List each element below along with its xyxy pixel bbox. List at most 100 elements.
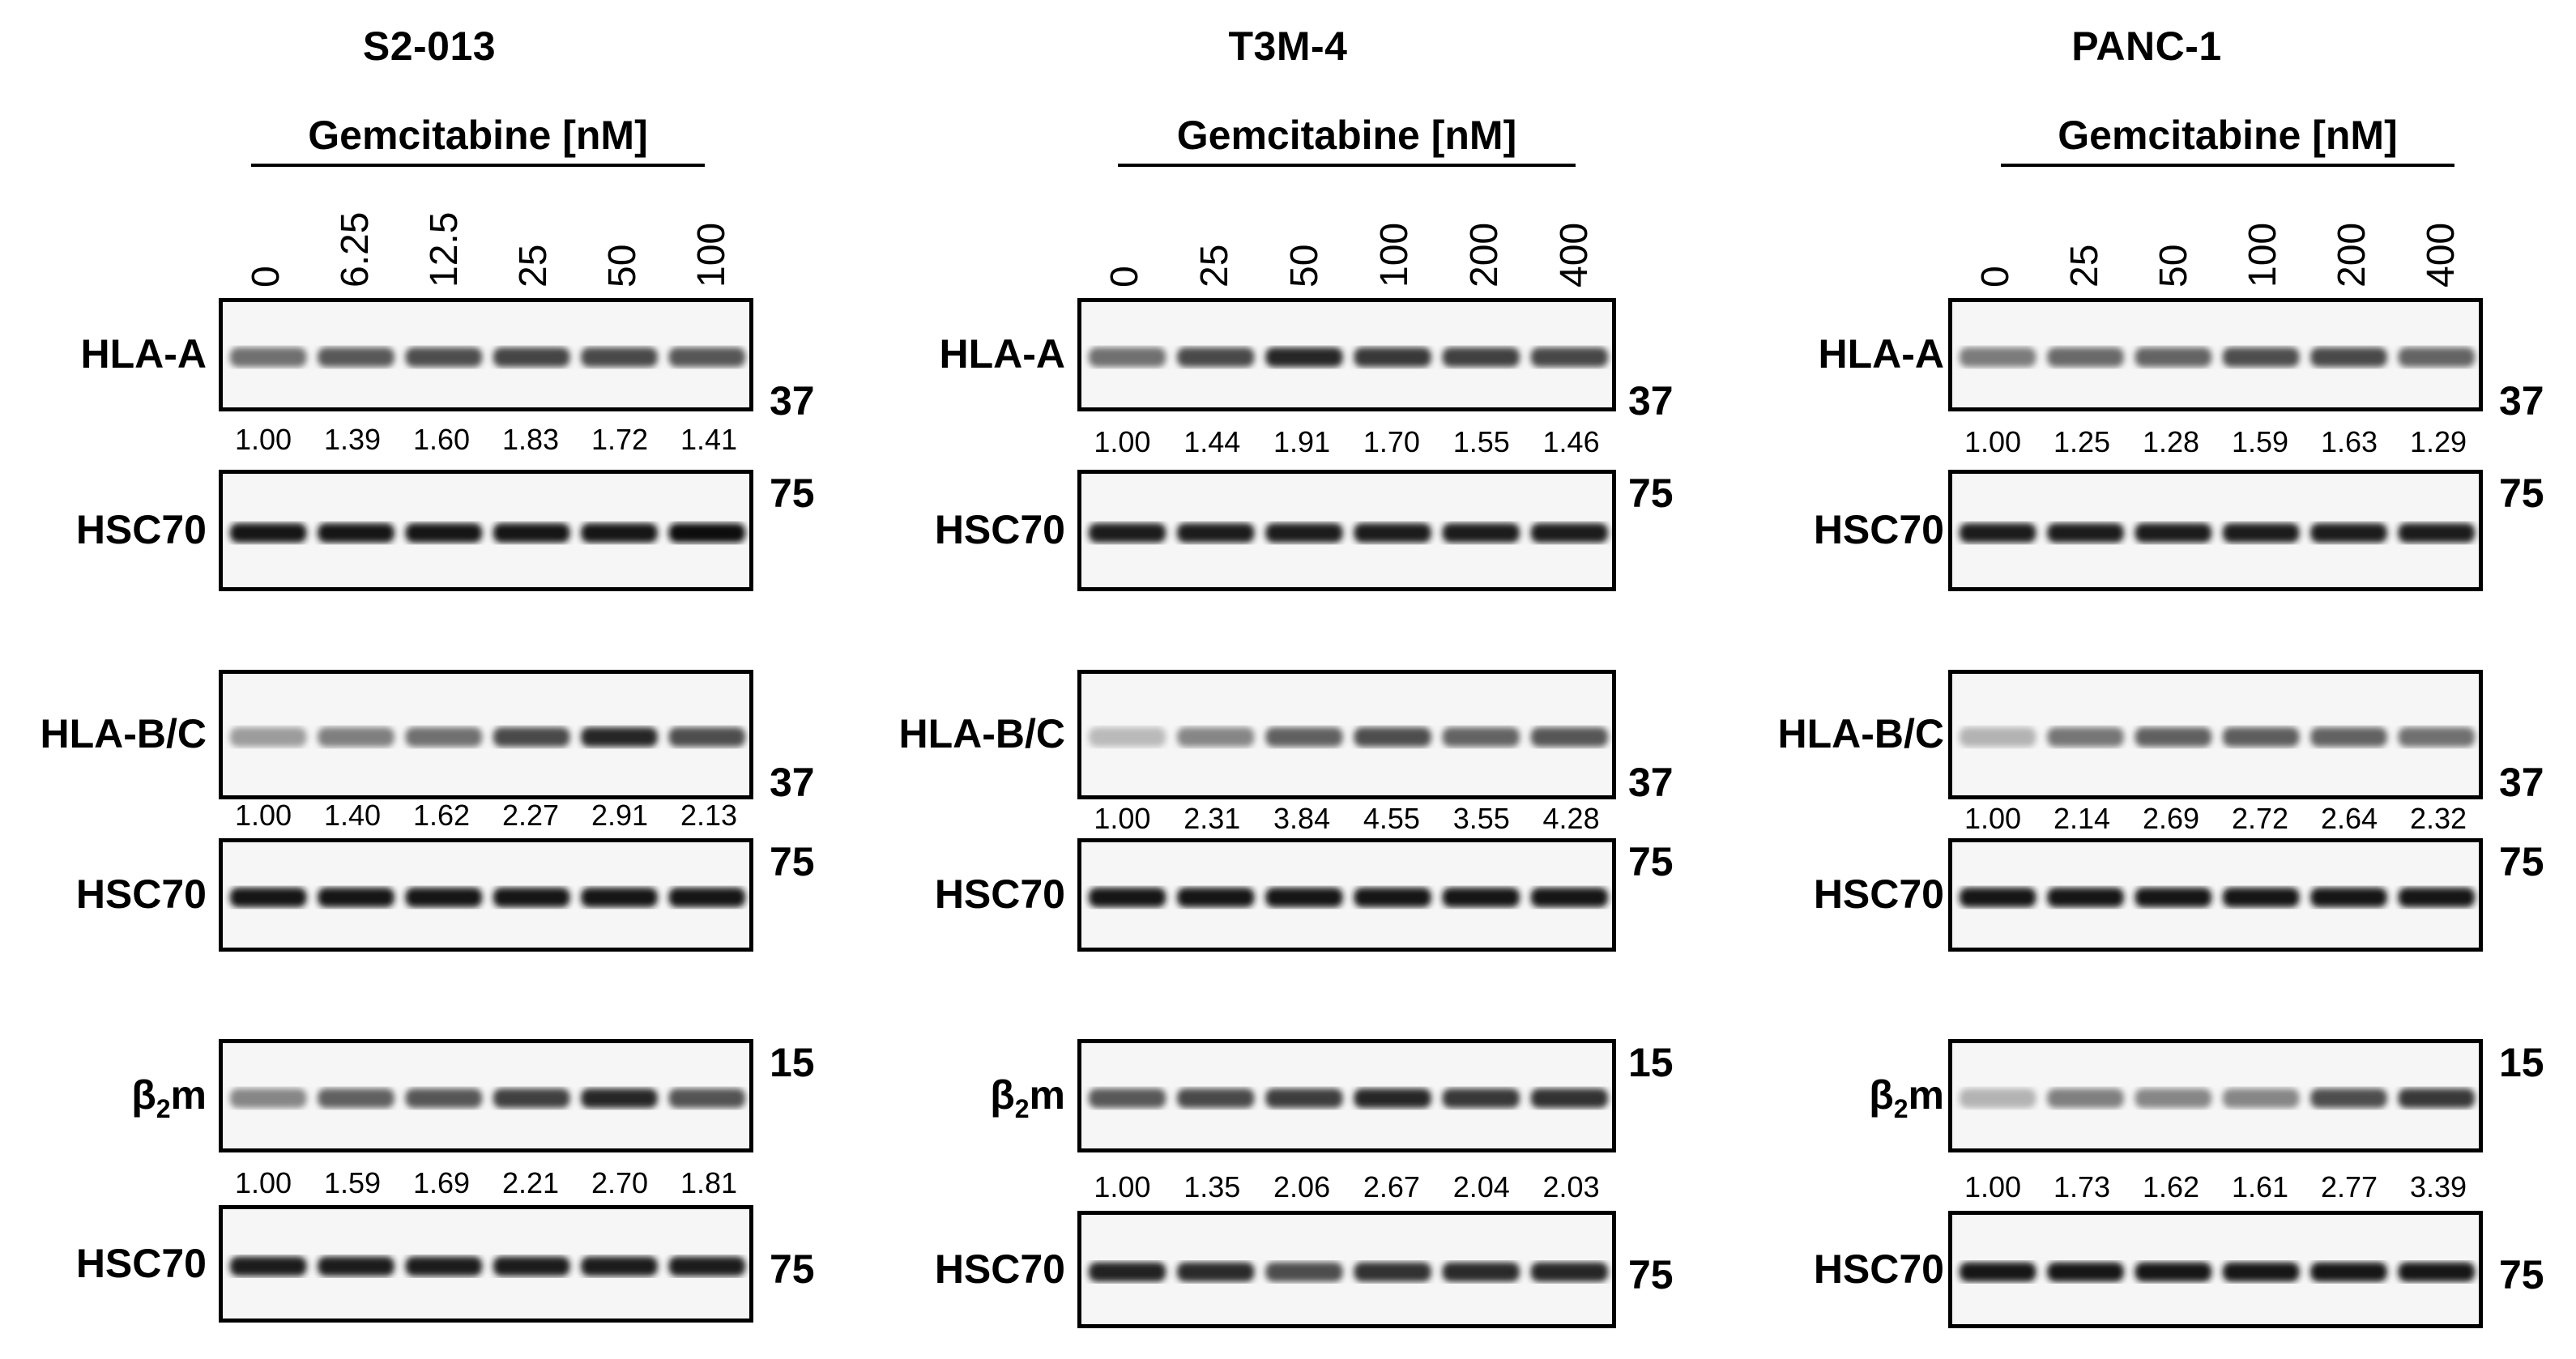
band-lane-3 bbox=[2135, 1262, 2212, 1282]
band-lane-6 bbox=[668, 347, 746, 367]
band-lane-2 bbox=[2047, 523, 2124, 543]
band-lane-1 bbox=[229, 727, 307, 747]
band-lane-2 bbox=[1177, 347, 1255, 367]
concentration-label: 50 bbox=[2152, 244, 2195, 288]
molecular-weight-label: 37 bbox=[2499, 378, 2544, 424]
concentration-label: 6.25 bbox=[334, 211, 377, 288]
blot-image bbox=[229, 1256, 746, 1276]
blot-hsc70 bbox=[1948, 470, 2483, 591]
band-lane-4 bbox=[493, 1256, 570, 1276]
band-lane-6 bbox=[2398, 727, 2476, 747]
band-lane-2 bbox=[1177, 888, 1255, 907]
row-label: HLA-B/C bbox=[1777, 711, 1944, 756]
molecular-weight-label: 75 bbox=[770, 839, 815, 884]
concentration-label: 25 bbox=[1193, 244, 1237, 288]
band-lane-1 bbox=[1959, 888, 2036, 907]
quantification-value: 4.55 bbox=[1363, 802, 1420, 835]
band-lane-4 bbox=[1354, 347, 1431, 367]
molecular-weight-label: 75 bbox=[2499, 839, 2544, 884]
blot-hsc70 bbox=[1077, 838, 1616, 952]
molecular-weight-label: 15 bbox=[770, 1040, 815, 1085]
quantification-value: 1.81 bbox=[680, 1166, 738, 1199]
band-lane-4 bbox=[1354, 888, 1431, 907]
quantification-value: 1.41 bbox=[680, 423, 738, 456]
blot-image bbox=[1088, 523, 1609, 543]
quantification-value: 1.00 bbox=[234, 423, 292, 456]
quantification-value: 1.00 bbox=[1964, 802, 2022, 835]
band-lane-2 bbox=[2047, 347, 2124, 367]
concentration-label: 50 bbox=[601, 244, 644, 288]
concentration-label: 400 bbox=[1552, 222, 1596, 288]
quantification-value: 2.77 bbox=[2320, 1170, 2378, 1204]
quantification-value: 3.39 bbox=[2409, 1170, 2467, 1204]
blot-image bbox=[1088, 888, 1609, 907]
molecular-weight-label: 75 bbox=[1628, 839, 1674, 884]
band-lane-5 bbox=[1442, 727, 1520, 747]
quantification-value: 2.04 bbox=[1452, 1170, 1510, 1204]
blot--2m bbox=[219, 1039, 753, 1152]
blot-image bbox=[1959, 1262, 2476, 1282]
quantification-value: 2.64 bbox=[2320, 802, 2378, 835]
quantification-value: 1.63 bbox=[2320, 425, 2378, 458]
blot-hsc70 bbox=[219, 1205, 753, 1323]
concentration-label: 0 bbox=[245, 266, 288, 288]
blot-image bbox=[1088, 1262, 1609, 1282]
concentration-label: 12.5 bbox=[423, 211, 466, 288]
concentration-label: 200 bbox=[2331, 222, 2373, 288]
molecular-weight-label: 75 bbox=[770, 1246, 815, 1292]
band-lane-6 bbox=[2398, 347, 2476, 367]
band-lane-4 bbox=[2222, 1262, 2300, 1282]
concentration-label: 50 bbox=[1283, 244, 1327, 288]
blot-hsc70 bbox=[219, 838, 753, 952]
row-label: β2m bbox=[990, 1072, 1065, 1123]
quantification-value: 1.69 bbox=[412, 1166, 471, 1199]
quantification-value: 2.72 bbox=[2231, 802, 2289, 835]
band-lane-2 bbox=[2047, 1262, 2124, 1282]
band-lane-1 bbox=[1959, 523, 2036, 543]
blot-hsc70 bbox=[1077, 470, 1616, 591]
row-label: HLA-B/C bbox=[898, 711, 1065, 756]
band-lane-3 bbox=[1265, 888, 1343, 907]
blot-hla-b-c bbox=[1077, 670, 1616, 799]
quantification-value: 2.21 bbox=[501, 1166, 560, 1199]
band-lane-6 bbox=[2398, 523, 2476, 543]
band-lane-4 bbox=[493, 347, 570, 367]
band-lane-1 bbox=[229, 1256, 307, 1276]
molecular-weight-label: 37 bbox=[2499, 760, 2544, 805]
blot-hla-b-c bbox=[1948, 670, 2483, 799]
quantification-value: 1.44 bbox=[1184, 425, 1241, 458]
concentration-label: 0 bbox=[1974, 266, 2017, 288]
blot-image bbox=[1959, 347, 2476, 367]
row-label: HSC70 bbox=[75, 507, 207, 552]
quantification-value: 1.39 bbox=[323, 423, 382, 456]
molecular-weight-label: 15 bbox=[2499, 1040, 2544, 1085]
quantification-value: 1.00 bbox=[234, 1166, 292, 1199]
band-lane-6 bbox=[2398, 888, 2476, 907]
treatment-bracket-line bbox=[251, 164, 705, 167]
quantification-value: 1.91 bbox=[1273, 425, 1331, 458]
blot-image bbox=[1088, 727, 1609, 747]
band-lane-1 bbox=[1088, 1088, 1166, 1108]
blot-image bbox=[1959, 727, 2476, 747]
band-lane-4 bbox=[2222, 727, 2300, 747]
blot-hla-a bbox=[219, 298, 753, 411]
concentration-label: 0 bbox=[1103, 266, 1147, 288]
band-lane-1 bbox=[1959, 1262, 2036, 1282]
quantification-value: 2.13 bbox=[680, 799, 738, 832]
band-lane-2 bbox=[318, 523, 395, 543]
blot-hla-a bbox=[1077, 298, 1616, 411]
band-lane-6 bbox=[1530, 1088, 1609, 1108]
band-lane-3 bbox=[405, 347, 483, 367]
row-label: HLA-B/C bbox=[40, 711, 207, 756]
blot-hsc70 bbox=[1948, 838, 2483, 952]
band-lane-5 bbox=[2310, 888, 2387, 907]
molecular-weight-label: 75 bbox=[770, 471, 815, 516]
quantification-value: 1.55 bbox=[1452, 425, 1510, 458]
blot-image bbox=[1088, 347, 1609, 367]
quantification-value: 2.67 bbox=[1363, 1170, 1420, 1204]
quantification-value: 1.60 bbox=[412, 423, 471, 456]
blot-hsc70 bbox=[219, 470, 753, 591]
molecular-weight-label: 75 bbox=[1628, 471, 1674, 516]
